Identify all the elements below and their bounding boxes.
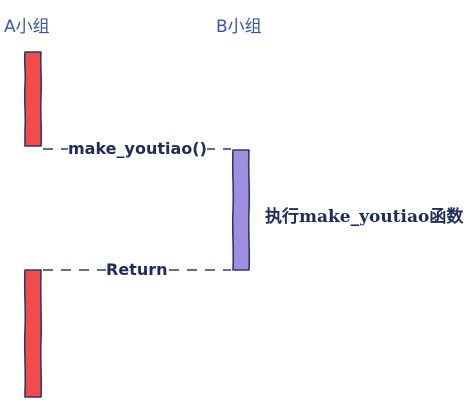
activation-bar-a-top xyxy=(23,51,43,147)
participant-b-label: B小组 xyxy=(216,17,262,37)
execution-note: 执行make_youtiao函数 xyxy=(265,207,464,227)
call-message-label: make_youtiao() xyxy=(68,139,207,158)
return-message-label: Return xyxy=(106,260,168,279)
activation-bar-a-bottom xyxy=(23,269,43,398)
activation-bar-b xyxy=(231,149,251,271)
participant-a-label: A小组 xyxy=(4,17,50,37)
